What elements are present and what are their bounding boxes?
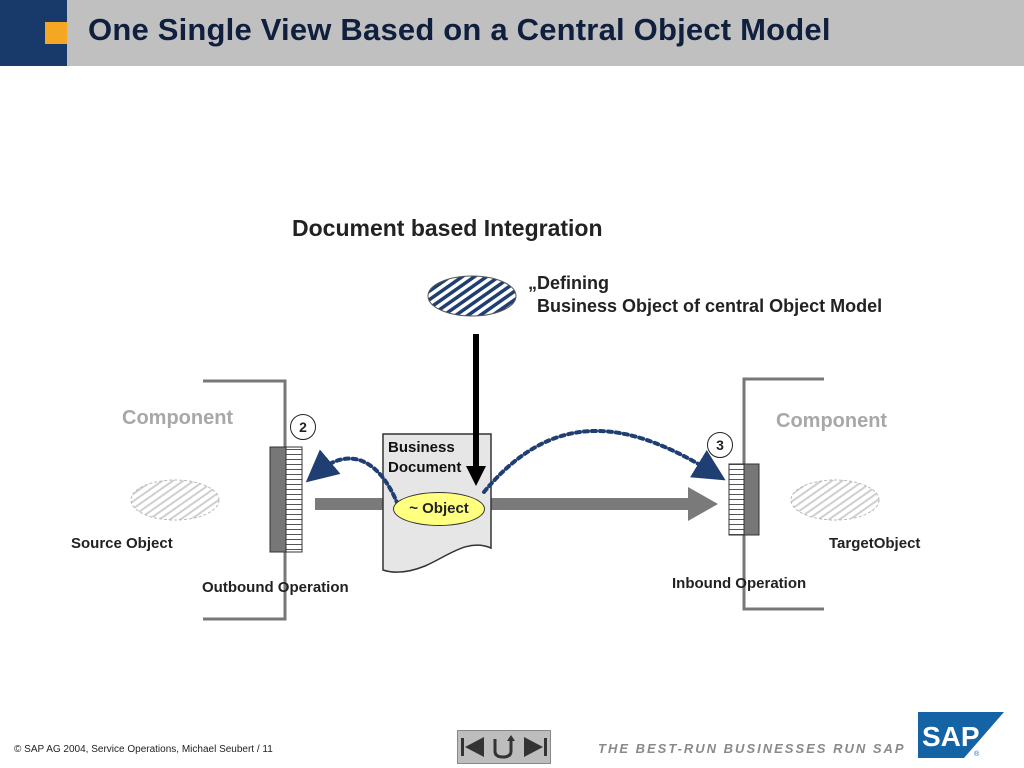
return-icon — [493, 739, 513, 759]
page-title: One Single View Based on a Central Objec… — [88, 12, 831, 47]
target-object-label: TargetObject — [829, 535, 921, 552]
defining-label-line1: „Defining — [528, 273, 609, 293]
inbound-port-stripes — [728, 463, 745, 536]
svg-text:®: ® — [974, 750, 980, 758]
source-object-shape — [130, 479, 220, 521]
business-document-line2: Document — [388, 459, 462, 476]
footer-copyright: © SAP AG 2004, Service Operations, Micha… — [14, 744, 273, 755]
object-pill: ~ Object — [393, 492, 485, 526]
source-object-label: Source Object — [71, 535, 173, 552]
inbound-dotted-arrow — [482, 429, 726, 494]
defining-label: „Defining Business Object of central Obj… — [528, 272, 882, 318]
outbound-port-stripes — [285, 446, 303, 553]
diagram-subtitle: Document based Integration — [292, 215, 603, 241]
sap-logo: SAP ® — [918, 712, 1004, 758]
slide-nav-icons — [461, 735, 547, 759]
footer-slogan: THE BEST-RUN BUSINESSES RUN SAP — [598, 741, 906, 756]
defining-object-shape — [427, 275, 517, 317]
header-accent-square — [45, 22, 67, 44]
inbound-port-bar — [743, 463, 760, 536]
defining-arrow-head — [466, 466, 486, 486]
next-arrow-icon — [524, 737, 543, 757]
defining-arrow-shaft — [473, 334, 479, 469]
left-component-label: Component — [122, 407, 234, 429]
outbound-dotted-arrow — [305, 449, 400, 507]
right-component-label: Component — [776, 410, 888, 432]
slide-nav-bar — [457, 730, 551, 764]
inbound-operation-label: Inbound Operation — [672, 575, 807, 592]
first-slide-button[interactable] — [461, 737, 484, 757]
target-object-shape — [790, 479, 880, 521]
business-document-line1: Business — [388, 439, 455, 456]
flow-arrow-shaft — [315, 498, 690, 510]
previous-arrow-icon — [465, 737, 484, 757]
business-document-label: Business Document — [388, 438, 461, 478]
flow-arrow-head — [688, 487, 718, 521]
return-button[interactable] — [493, 735, 515, 759]
outbound-operation-label: Outbound Operation — [202, 579, 349, 596]
next-slide-button[interactable] — [524, 737, 547, 757]
step-3-badge: 3 — [707, 432, 733, 458]
step-2-badge: 2 — [290, 414, 316, 440]
defining-label-line2: Business Object of central Object Model — [537, 296, 883, 316]
outbound-port-bar — [269, 446, 287, 553]
header-band — [0, 0, 1024, 66]
svg-text:SAP: SAP — [922, 721, 980, 752]
